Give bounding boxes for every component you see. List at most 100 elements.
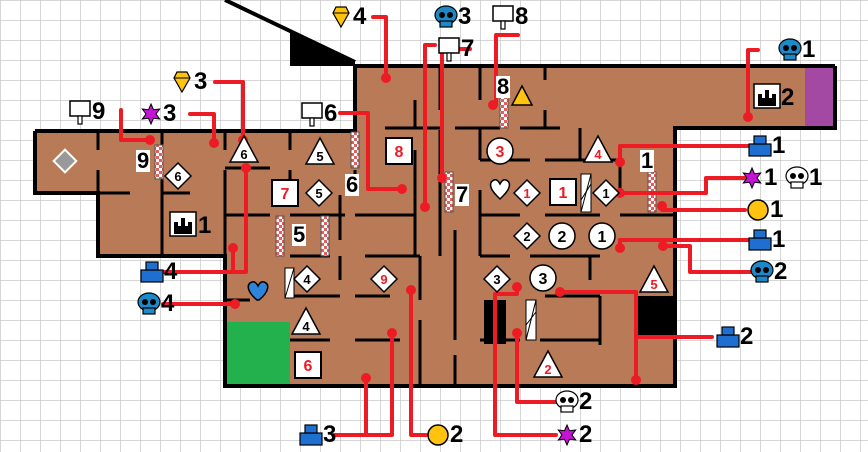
signpost-icon	[301, 102, 323, 127]
markers-layer: 4 5 2 6 5 4 8 7 1 6 3 2 1 3 1 9 6 5 1 2 4 3	[163, 134, 670, 379]
blue-skull-icon	[434, 5, 458, 28]
square-marker: 8	[385, 137, 413, 165]
door-number-5: 5	[292, 222, 307, 247]
blue-skull-icon	[137, 292, 161, 315]
circle-marker: 2	[548, 222, 576, 250]
svg-text:4: 4	[303, 272, 311, 287]
svg-text:3: 3	[493, 272, 500, 287]
blue-heart-icon	[247, 281, 269, 301]
green-exit-zone	[227, 322, 290, 386]
magenta-star-icon	[742, 166, 762, 190]
svg-text:5: 5	[316, 149, 323, 164]
svg-text:3: 3	[496, 144, 505, 161]
svg-text:4: 4	[302, 319, 310, 334]
diamond-marker: 1	[512, 178, 542, 208]
svg-text:1: 1	[602, 186, 609, 201]
white-skull-icon	[785, 166, 809, 189]
circle-marker: 3	[529, 264, 557, 292]
legend-layer	[69, 5, 809, 447]
legend-count: 2	[774, 258, 788, 285]
fortress-label-2: 2	[781, 84, 795, 111]
diamond-marker: 9	[369, 264, 399, 294]
diamond-marker: 3	[482, 264, 512, 294]
blue-skull-icon	[750, 260, 774, 283]
legend-count: 9	[92, 98, 106, 125]
door-number-6: 6	[345, 172, 360, 197]
purple-exit-zone	[805, 66, 835, 128]
legend-count: 2	[579, 388, 593, 415]
legend-count: 4	[161, 290, 175, 317]
diamond-marker: 2	[512, 221, 542, 251]
door-number-1: 1	[640, 148, 655, 173]
svg-text:2: 2	[523, 229, 530, 244]
blue-chest-icon	[140, 261, 164, 283]
legend-count: 3	[163, 100, 177, 127]
svg-text:6: 6	[304, 358, 313, 375]
svg-text:8: 8	[395, 144, 404, 161]
svg-text:4: 4	[594, 147, 602, 162]
diamond-marker: 6	[163, 161, 193, 191]
signpost-icon	[492, 5, 514, 30]
svg-text:1: 1	[598, 229, 607, 246]
square-marker: 1	[549, 178, 577, 206]
legend-count: 7	[461, 35, 475, 62]
triangle-marker-red: 4	[582, 134, 614, 163]
legend-count: 3	[323, 421, 337, 448]
blue-chest-icon	[748, 229, 772, 251]
legend-count: 1	[772, 226, 786, 253]
legend-count: 6	[324, 100, 338, 127]
magenta-star-icon	[557, 423, 577, 447]
legend-count: 1	[764, 164, 778, 191]
svg-text:7: 7	[281, 186, 290, 203]
svg-text:2: 2	[558, 229, 567, 246]
square-marker: 6	[294, 351, 322, 379]
fortress-icon	[169, 211, 197, 237]
white-skull-icon	[555, 390, 579, 413]
heart-icon	[489, 179, 511, 201]
interior-walls	[96, 66, 675, 386]
magenta-star-icon	[141, 102, 161, 126]
door-number-8: 8	[496, 74, 511, 99]
white-diamond-icon	[52, 148, 78, 174]
diamond-marker: 1	[591, 178, 621, 208]
legend-count: 2	[450, 421, 464, 448]
svg-text:2: 2	[544, 362, 551, 377]
dark-pit	[635, 296, 673, 336]
gold-triangle-icon	[510, 84, 534, 106]
svg-text:3: 3	[539, 271, 548, 288]
gold-coin-icon	[747, 199, 769, 221]
fortress-label-1: 1	[198, 212, 212, 239]
svg-text:1: 1	[523, 186, 530, 201]
triangle-marker-red: 5	[638, 264, 670, 293]
blue-chest-icon	[748, 135, 772, 157]
legend-count: 4	[164, 258, 178, 285]
svg-text:6: 6	[174, 169, 181, 184]
legend-count: 2	[579, 421, 593, 448]
diamond-marker: 4	[292, 264, 322, 294]
svg-text:1: 1	[559, 185, 568, 202]
legend-count: 1	[802, 36, 816, 63]
door-number-7: 7	[455, 182, 470, 207]
legend-count: 1	[770, 196, 784, 223]
triangle-marker: 4	[290, 306, 322, 335]
fortress-icon-2	[753, 83, 781, 109]
legend-count: 1	[772, 132, 786, 159]
door-number-9: 9	[136, 148, 151, 173]
circle-marker: 1	[588, 222, 616, 250]
blue-chest-icon	[716, 326, 740, 348]
legend-count: 1	[809, 164, 823, 191]
triangle-marker: 5	[304, 136, 336, 165]
diamond-marker: 5	[304, 178, 334, 208]
legend-count: 4	[353, 3, 367, 30]
svg-text:5: 5	[650, 277, 657, 292]
svg-text:5: 5	[315, 186, 322, 201]
legend-count: 3	[458, 3, 472, 30]
triangle-marker: 6	[228, 134, 260, 163]
circle-marker: 3	[486, 137, 514, 165]
legend-count: 3	[194, 68, 208, 95]
signpost-icon	[69, 100, 91, 125]
yellow-gem-icon	[173, 71, 191, 94]
gold-coin-icon	[427, 424, 449, 446]
blue-skull-icon	[778, 38, 802, 61]
